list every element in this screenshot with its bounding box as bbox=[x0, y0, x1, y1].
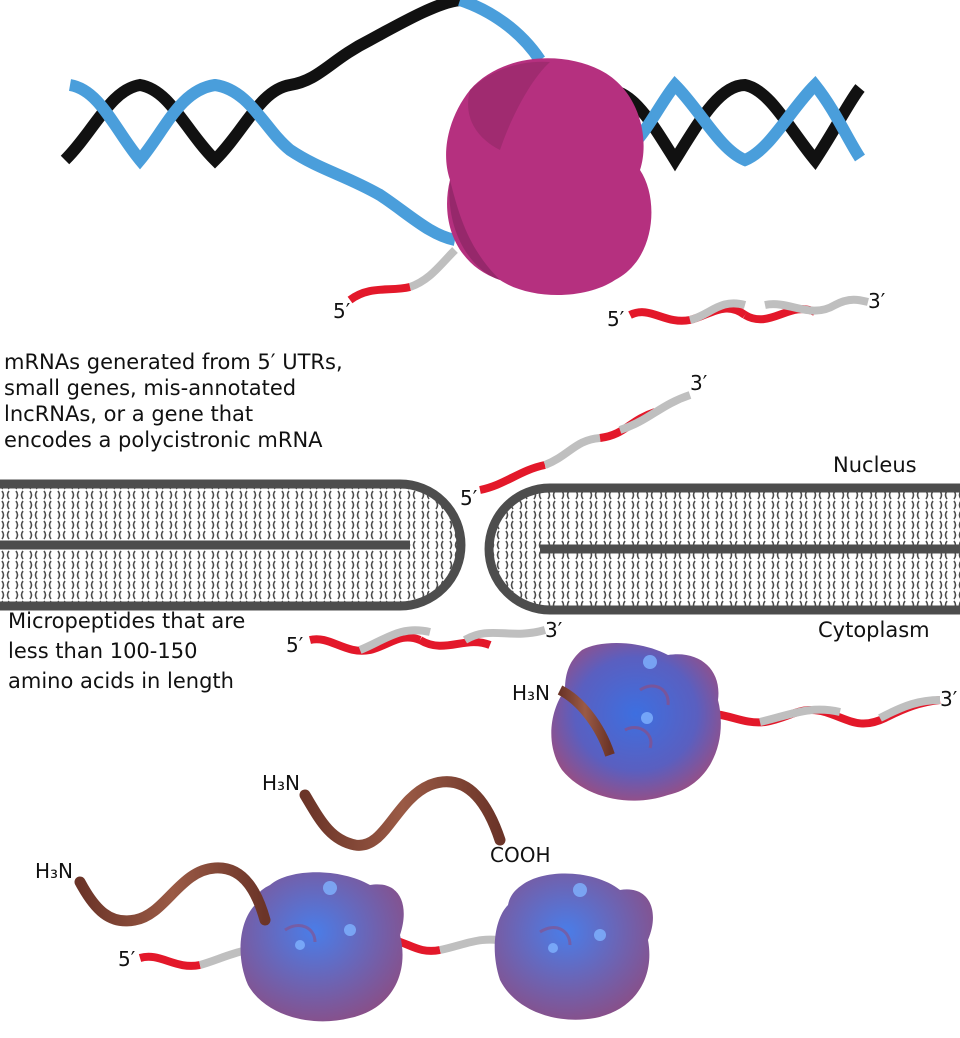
ribosome1-mrna-3prime-label: 3′ bbox=[940, 687, 958, 711]
dna-strand-top bbox=[458, 0, 545, 64]
polysome-5prime-label: 5′ bbox=[118, 947, 136, 971]
cytoplasm-label: Cytoplasm bbox=[818, 618, 930, 642]
rna-polymerase bbox=[446, 58, 652, 295]
micropeptide-description-line: amino acids in length bbox=[8, 669, 234, 693]
cytoplasmic-mrna-5prime-label: 5′ bbox=[286, 633, 304, 657]
released-mrna-3prime-label: 3′ bbox=[868, 289, 886, 313]
cytoplasmic-mrna bbox=[309, 626, 547, 655]
dna-double-helix bbox=[60, 0, 866, 246]
polysome-amino-terminus: H₃N bbox=[35, 859, 73, 883]
nascent-peptide-1 bbox=[557, 685, 615, 757]
nuclear-envelope bbox=[0, 479, 960, 615]
cytoplasmic-mrna-3prime-label: 3′ bbox=[545, 618, 563, 642]
exporting-mrna bbox=[479, 391, 692, 494]
mrna-source-description: mRNAs generated from 5′ UTRs, small gene… bbox=[4, 349, 343, 453]
released-mrna bbox=[628, 295, 869, 325]
micropeptide-description-line: Micropeptides that are bbox=[8, 609, 246, 633]
exporting-mrna-3prime-label: 3′ bbox=[690, 371, 708, 395]
micropeptide-carboxyl-terminus: COOH bbox=[490, 843, 551, 867]
mrna-description-line: small genes, mis-annotated bbox=[4, 376, 297, 400]
released-mrna-5prime-label: 5′ bbox=[607, 307, 625, 331]
ribosome1-amino-terminus: H₃N bbox=[512, 681, 550, 705]
ribosome-translating-3 bbox=[494, 873, 653, 1020]
micropeptide-description: Micropeptides that are less than 100-150… bbox=[8, 606, 245, 696]
nascent-peptide-2 bbox=[74, 862, 271, 927]
micropeptide-description-line: less than 100-150 bbox=[8, 639, 198, 663]
micropeptide-amino-terminus: H₃N bbox=[262, 771, 300, 795]
dna-strand-coding-left bbox=[68, 78, 457, 246]
mrna-description-line: lncRNAs, or a gene that bbox=[4, 402, 254, 426]
nascent-mrna-5prime-label: 5′ bbox=[333, 299, 351, 323]
exporting-mrna-5prime-label: 5′ bbox=[460, 486, 478, 510]
mrna-description-line: encodes a polycistronic mRNA bbox=[4, 428, 323, 452]
mrna-description-line: mRNAs generated from 5′ UTRs, bbox=[4, 350, 343, 374]
dna-strand-coding-right bbox=[607, 76, 866, 167]
ribosome-translating-2 bbox=[240, 872, 404, 1022]
released-micropeptide bbox=[299, 776, 506, 851]
nascent-mrna bbox=[347, 247, 458, 304]
ribosome-translating-1 bbox=[551, 643, 941, 801]
dna-strand-template-left bbox=[60, 0, 461, 169]
nucleus-label: Nucleus bbox=[833, 453, 917, 477]
